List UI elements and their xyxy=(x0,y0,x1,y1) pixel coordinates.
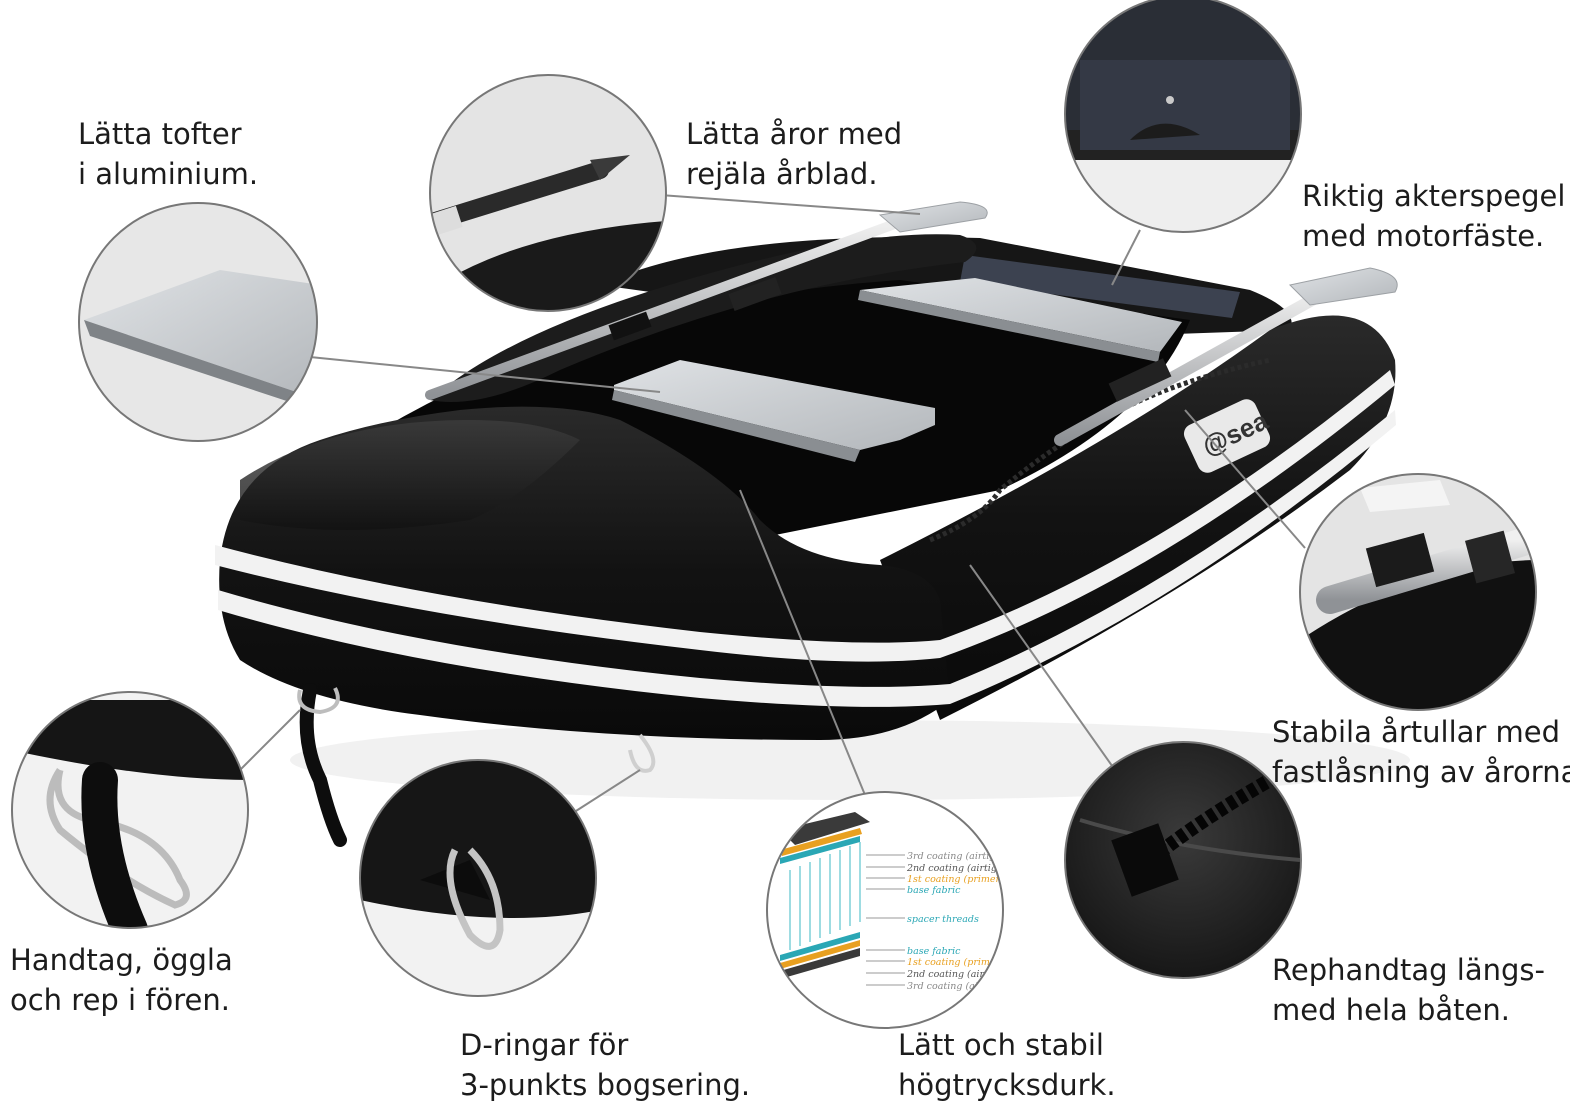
layer-label: base fabric xyxy=(907,946,961,957)
boat: @sea xyxy=(215,201,1410,847)
layer-label: 2nd coating (airtight) xyxy=(906,863,1011,874)
callout-line: fastlåsning av årorna. xyxy=(1272,755,1570,789)
layer-label: 3rd coating (airtight) xyxy=(907,851,1009,862)
rear-thwart xyxy=(860,278,1182,352)
callout-line: med hela båten. xyxy=(1272,993,1510,1027)
bow-ring xyxy=(297,687,340,715)
layer-label: 1st coating (primer) xyxy=(907,957,1004,968)
callout-line: 3-punkts bogsering. xyxy=(460,1068,751,1102)
layer-label: 1st coating (primer) xyxy=(907,874,1004,885)
leader-lines xyxy=(239,194,1306,819)
zoom-bow-handle xyxy=(11,691,249,929)
callout-line: Lätt och stabil xyxy=(898,1028,1104,1062)
layer-label: spacer threads xyxy=(907,914,979,925)
callout-line: Lätta åror med xyxy=(686,117,903,151)
zoom-rope xyxy=(1064,741,1302,979)
callout-thwarts: Lätta tofter i aluminium. xyxy=(78,114,258,194)
callout-transom: Riktig akterspegel med motorfäste. xyxy=(1302,176,1565,256)
zoom-floor: 3rd coating (airtight) 2nd coating (airt… xyxy=(766,791,1011,1029)
transom-board xyxy=(960,255,1240,318)
callout-bow: Handtag, öggla och rep i fören. xyxy=(10,940,233,1020)
callout-rope: Rephandtag längs- med hela båten. xyxy=(1272,950,1545,1030)
callout-line: Rephandtag längs- xyxy=(1272,953,1545,987)
bow-rope xyxy=(299,683,347,847)
front-thwart xyxy=(614,360,935,450)
callout-line: med motorfäste. xyxy=(1302,219,1545,253)
callout-line: D-ringar för xyxy=(460,1028,629,1062)
callout-floor: Lätt och stabil högtrycksdurk. xyxy=(898,1025,1116,1105)
callout-line: i aluminium. xyxy=(78,157,259,191)
callout-line: Lätta tofter xyxy=(78,117,242,151)
layer-label: 3rd coating (airtight) xyxy=(907,981,1009,992)
callout-oars: Lätta åror med rejäla årblad. xyxy=(686,114,902,194)
brand-logo: @sea xyxy=(1183,399,1273,473)
callout-line: Riktig akterspegel xyxy=(1302,179,1566,213)
callout-line: och rep i fören. xyxy=(10,983,230,1017)
callout-oarlocks: Stabila årtullar med fastlåsning av åror… xyxy=(1272,712,1570,792)
d-ring xyxy=(628,733,656,773)
zoom-d-ring xyxy=(359,759,597,997)
right-oar xyxy=(1054,267,1398,446)
callout-d-rings: D-ringar för 3-punkts bogsering. xyxy=(460,1025,750,1105)
zoom-transom xyxy=(1064,0,1302,233)
callout-line: Stabila årtullar med xyxy=(1272,715,1561,749)
layer-label: 2nd coating (airtight) xyxy=(906,969,1011,980)
zoom-oarlock xyxy=(1299,473,1537,711)
zoom-thwart xyxy=(78,202,318,442)
callout-line: Handtag, öggla xyxy=(10,943,233,977)
callout-line: högtrycksdurk. xyxy=(898,1068,1116,1102)
callout-line: rejäla årblad. xyxy=(686,157,878,191)
layer-label: base fabric xyxy=(907,885,961,896)
left-oar xyxy=(425,201,988,400)
